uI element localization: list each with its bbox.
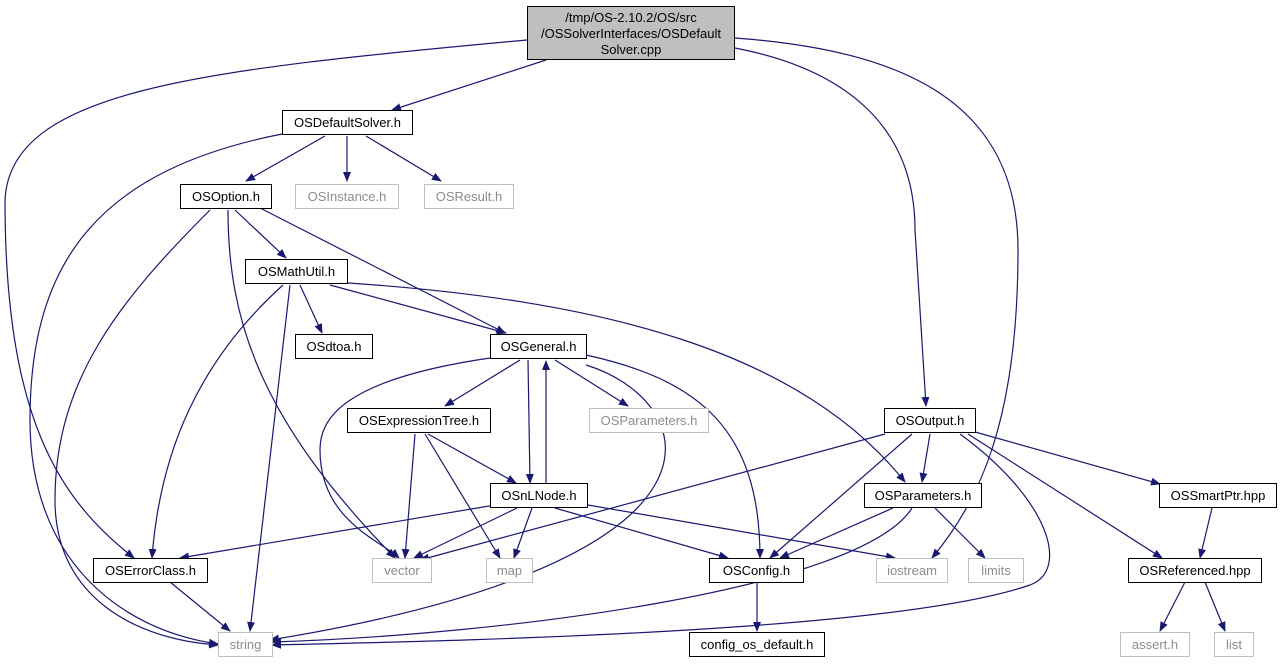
edge-osnlnode-iostream [587, 504, 896, 561]
edge-osoutput-osreferenced [967, 433, 1163, 559]
node-config-os-default-h[interactable]: config_os_default.h [689, 632, 825, 657]
edge-osnlnode-map [513, 507, 533, 559]
edge-osparameters-osconfig [779, 507, 894, 559]
edge-osgeneral-osexprtree [444, 359, 521, 407]
edge-osnlnode-vector [413, 507, 518, 559]
node-osnlnode-h[interactable]: OSnLNode.h [490, 483, 588, 508]
node-map: map [486, 558, 533, 583]
node-ossmartptr-hpp[interactable]: OSSmartPtr.hpp [1159, 483, 1277, 508]
node-osoption-h[interactable]: OSOption.h [180, 184, 272, 209]
edge-osgeneral-vector [319, 357, 491, 559]
edge-osoption-vector [227, 209, 396, 559]
node-iostream: iostream [876, 558, 948, 583]
edge-osparameters-limits [934, 507, 986, 559]
edge-osoutput-string [271, 433, 1051, 649]
node-limits: limits [968, 558, 1024, 583]
edge-oserrorclass-string [169, 581, 231, 632]
edge-osnlnode-oserrorclass [179, 504, 496, 561]
node-assert-h: assert.h [1120, 632, 1190, 657]
edge-root-iostream [734, 37, 1019, 559]
edge-osoutput-osconfig [769, 433, 913, 559]
edge-osmathutil-osparameters [347, 282, 906, 483]
node-vector: vector [372, 558, 432, 583]
edge-osoption-osmathutil [234, 209, 287, 259]
edge-root-osoutput [734, 47, 930, 407]
edge-osoption-string [54, 209, 219, 649]
edge-osexprtree-map [424, 433, 501, 559]
edge-osexprtree-osnlnode [427, 433, 517, 484]
edge-osreferenced-list [1204, 581, 1226, 632]
edge-osgeneral-string [269, 364, 666, 643]
node-osexpressiontree-h[interactable]: OSExpressionTree.h [347, 408, 491, 433]
edge-osmathutil-osdtoa [299, 284, 323, 334]
edge-root-osdefaultsolver [391, 59, 547, 112]
node-list: list [1214, 632, 1254, 657]
node-osdtoa-h[interactable]: OSdtoa.h [295, 334, 373, 359]
node-osparameters-h[interactable]: OSParameters.h [864, 483, 982, 508]
node-osinstance-h: OSInstance.h [295, 184, 399, 209]
edge-osmathutil-string [247, 284, 291, 632]
node-osconfig-h[interactable]: OSConfig.h [709, 558, 804, 583]
node-osoutput-h[interactable]: OSOutput.h [884, 408, 976, 433]
node-osresult-h: OSResult.h [424, 184, 514, 209]
edge-osmathutil-osgeneral [329, 284, 507, 335]
edge-osoutput-vector [419, 433, 886, 562]
edge-osoutput-ossmartptr [974, 431, 1161, 486]
edge-osmathutil-oserrorclass [148, 284, 284, 559]
edge-osdefaultsolver-string [29, 133, 283, 647]
edge-ossmartptr-osreferenced [1198, 507, 1213, 559]
edge-osreferenced-assert [1159, 581, 1186, 632]
edge-osoutput-osparameters [919, 433, 931, 483]
node-osdefaultsolver-h[interactable]: OSDefaultSolver.h [282, 110, 413, 135]
node-osparameters-h-external: OSParameters.h [589, 408, 709, 433]
edge-osoption-osgeneral [259, 207, 506, 334]
edge-osgeneral-osparams-ext [554, 359, 629, 407]
edge-osgeneral-osconfig [585, 354, 764, 559]
node-oserrorclass-h[interactable]: OSErrorClass.h [93, 558, 208, 583]
edge-osparameters-string [271, 507, 913, 646]
edge-osdefaultsolver-osresult [365, 135, 442, 182]
edge-osnlnode-osconfig [554, 507, 729, 560]
node-osgeneral-h[interactable]: OSGeneral.h [490, 334, 587, 359]
node-string: string [218, 632, 273, 657]
edge-osdefaultsolver-osoption [245, 135, 326, 182]
edge-osgeneral-osnlnode [525, 359, 534, 484]
node-osreferenced-hpp[interactable]: OSReferenced.hpp [1128, 558, 1262, 583]
edge-osexprtree-vector [401, 433, 416, 559]
node-osmathutil-h[interactable]: OSMathUtil.h [245, 259, 348, 284]
edge-root-oserrorclass [4, 39, 528, 559]
node-osdefaultsolver-cpp[interactable]: /tmp/OS-2.10.2/OS/src /OSSolverInterface… [527, 6, 735, 60]
